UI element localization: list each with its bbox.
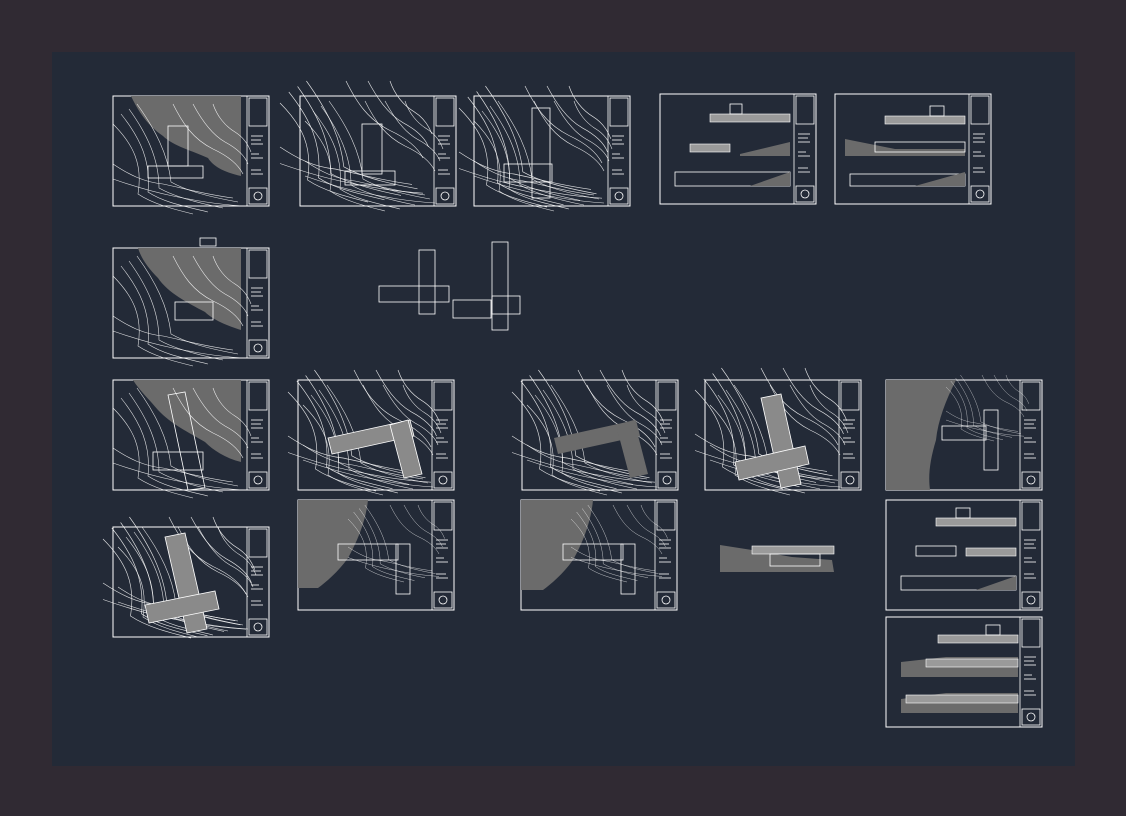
sheet-site-plan-4[interactable] — [112, 247, 270, 367]
sheet-elevations-4[interactable] — [885, 616, 1043, 728]
model-space-canvas[interactable] — [52, 52, 1075, 766]
loose-floor-plan[interactable] — [378, 241, 521, 331]
sheet-site-plan-1[interactable] — [112, 95, 270, 215]
cad-drawing — [102, 80, 1043, 728]
sheet-elevations-1[interactable] — [659, 93, 817, 205]
tag-block — [199, 237, 217, 247]
sheet-elevations-3[interactable] — [885, 499, 1043, 611]
sheet-site-plan-5[interactable] — [112, 379, 270, 499]
sheet-site-plan-12[interactable] — [520, 499, 678, 611]
sheet-elevations-2[interactable] — [834, 93, 992, 205]
sheet-site-plan-11[interactable] — [297, 499, 455, 611]
sheet-site-plan-6[interactable] — [287, 369, 455, 496]
sheet-site-plan-8[interactable] — [694, 367, 862, 496]
sheet-site-plan-9[interactable] — [885, 374, 1043, 491]
sheet-site-plan-2[interactable] — [279, 80, 457, 212]
loose-section[interactable] — [720, 545, 835, 572]
sheet-site-plan-3[interactable] — [458, 85, 631, 212]
sheet-site-plan-10[interactable] — [102, 516, 270, 639]
sheet-site-plan-7[interactable] — [511, 369, 679, 496]
